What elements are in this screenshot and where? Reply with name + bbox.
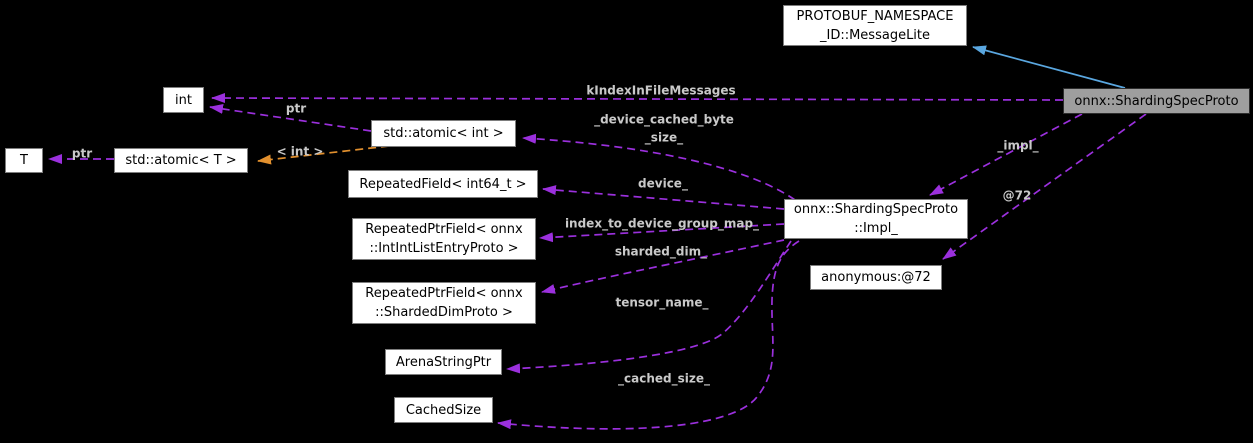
node-label: std::atomic< T > (125, 153, 237, 168)
node-anonymous-72[interactable]: anonymous:@72 (810, 265, 942, 290)
edge-inherit-messagelite (972, 45, 1126, 89)
edge-label-ptr-int: ptr (286, 102, 306, 116)
node-sharding-spec-proto[interactable]: onnx::ShardingSpecProto (1063, 88, 1250, 114)
node-label: PROTOBUF_NAMESPACE (796, 8, 954, 24)
edge-ptr-int (209, 103, 372, 132)
node-label: T (20, 153, 28, 168)
node-label: ::Impl_ (854, 221, 898, 236)
edge-label-index-map: index_to_device_group_map_ (565, 217, 759, 232)
edge-cached-size-edge (497, 240, 800, 430)
node-messagelite[interactable]: PROTOBUF_NAMESPACE_ID::MessageLite (783, 5, 967, 46)
edge-label-device-cached-byte-size-1: _size_ (645, 131, 683, 146)
node-int[interactable]: int (163, 87, 204, 113)
node-atomic-int[interactable]: std::atomic< int > (371, 120, 516, 147)
node-label: CachedSize (405, 402, 482, 418)
edge-at72 (942, 113, 1147, 260)
edge-label-cached-size-edge: _cached_size_ (618, 372, 710, 387)
node-repeated-field-int64[interactable]: RepeatedField< int64_t > (348, 170, 538, 198)
edge-device (542, 185, 785, 210)
node-arena-string-ptr[interactable]: ArenaStringPtr (385, 349, 502, 375)
node-rpf-intintlist[interactable]: RepeatedPtrField< onnx::IntIntListEntryP… (352, 218, 536, 260)
node-impl[interactable]: onnx::ShardingSpecProto::Impl_ (784, 199, 968, 239)
edge-tensor-name (506, 240, 792, 374)
edge-kindex (211, 93, 1064, 104)
edge-label-impl-member: _impl_ (997, 139, 1038, 154)
node-label: int (175, 92, 192, 108)
node-label: RepeatedField< int64_t > (359, 176, 527, 192)
edge-label-sharded-dim: sharded_dim_ (615, 245, 707, 260)
node-label: _ID::MessageLite (819, 27, 931, 43)
node-rpf-shardeddim[interactable]: RepeatedPtrField< onnx::ShardedDimProto … (352, 282, 536, 324)
edge-label-tensor-name: tensor_name_ (615, 296, 708, 311)
edge-device-cached-byte-size (522, 133, 796, 201)
node-label: onnx::ShardingSpecProto (1074, 93, 1239, 109)
node-label: ::IntIntListEntryProto > (369, 241, 519, 256)
node-t-param[interactable]: T (5, 148, 43, 173)
node-label: ArenaStringPtr (395, 354, 492, 370)
node-label: ::ShardedDimProto > (375, 305, 513, 320)
node-label: onnx::ShardingSpecProto (793, 202, 959, 217)
edge-label-at72: @72 (1003, 189, 1032, 203)
edge-label-template-int: < int > (277, 145, 324, 159)
edge-sharded-dim (541, 239, 785, 294)
edge-label-ptr-t: ptr (72, 147, 92, 161)
node-label: anonymous:@72 (821, 270, 931, 285)
node-atomic-t[interactable]: std::atomic< T > (114, 148, 248, 173)
node-label: RepeatedPtrField< onnx (365, 286, 523, 301)
node-label: std::atomic< int > (383, 126, 504, 141)
edge-index-map (539, 223, 785, 243)
node-label: RepeatedPtrField< onnx (365, 222, 523, 237)
edge-label-device: device_ (638, 177, 688, 192)
edge-label-kindex: kIndexInFileMessages (586, 84, 735, 98)
edge-label-device-cached-byte-size-0: _device_cached_byte (594, 113, 734, 128)
node-cached-size[interactable]: CachedSize (394, 397, 493, 423)
edge-template-int (257, 145, 390, 165)
edge-impl-member (929, 113, 1083, 196)
